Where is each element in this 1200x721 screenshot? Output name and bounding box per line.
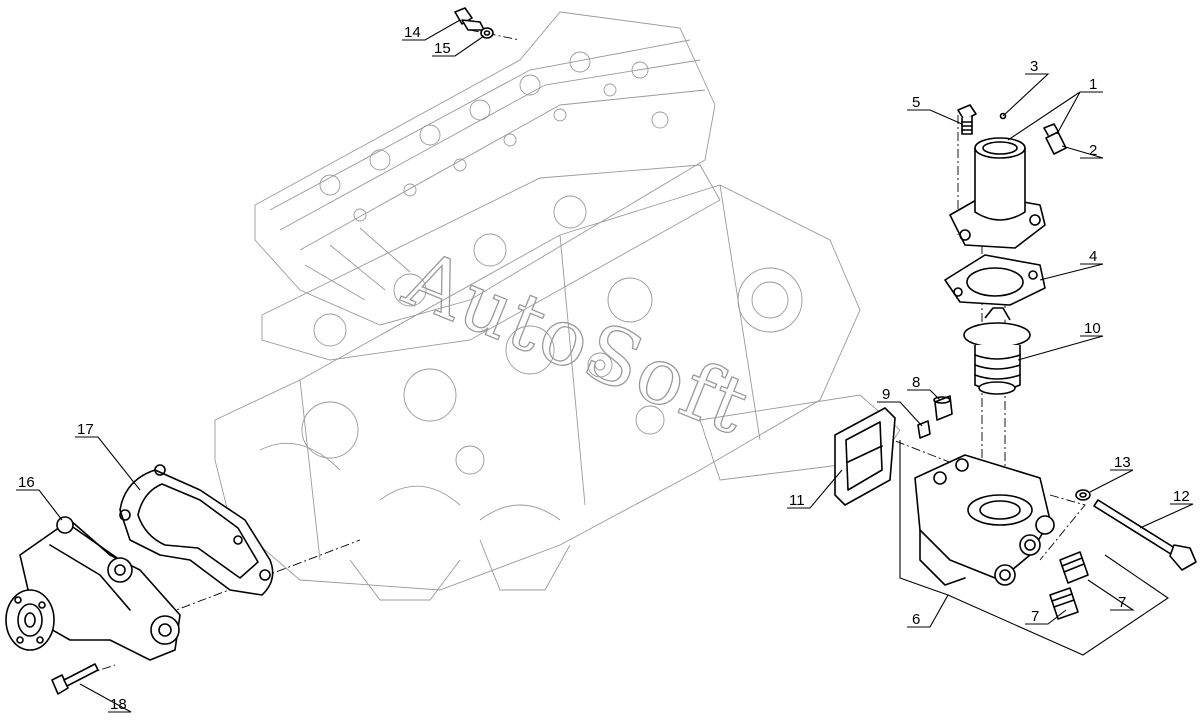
callout-5: 5 [912, 94, 920, 111]
water-pump [5, 516, 181, 661]
vent-plug [1043, 123, 1067, 155]
callout-4: 4 [1089, 248, 1097, 265]
callout-7-upper: 7 [1118, 594, 1126, 611]
callout-11: 11 [789, 492, 805, 509]
thermostat [963, 307, 1031, 395]
callout-15: 15 [434, 40, 451, 57]
callout-17: 17 [77, 421, 94, 438]
callout-12: 12 [1173, 488, 1190, 505]
washer [1075, 489, 1091, 501]
callout-7-lower: 7 [1031, 608, 1039, 625]
callout-6: 6 [912, 611, 920, 628]
water-pump-gasket [119, 464, 274, 596]
temperature-sensor [454, 7, 494, 39]
callout-14: 14 [404, 24, 421, 41]
callout-10: 10 [1084, 320, 1101, 337]
callout-16: 16 [18, 474, 35, 491]
callout-13: 13 [1114, 454, 1131, 471]
callouts: 1 2 3 4 5 6 7 7 8 9 10 11 12 13 14 15 16… [18, 24, 1190, 713]
pump-bolt [51, 663, 99, 695]
outlet-gasket [834, 407, 896, 506]
callout-8: 8 [912, 374, 920, 391]
engine-block-ghost [214, 11, 901, 601]
small-plugs [917, 395, 953, 439]
water-outlet-housing [914, 454, 1055, 586]
callout-3: 3 [1030, 58, 1038, 75]
cover-bolt [957, 104, 977, 135]
thermostat-gasket [944, 254, 1046, 306]
housing-plugs [1049, 551, 1089, 620]
callout-2: 2 [1089, 142, 1097, 159]
long-bolt [1093, 499, 1197, 571]
callout-1: 1 [1089, 76, 1097, 93]
callout-9: 9 [882, 386, 890, 403]
leader-lines [16, 19, 1194, 713]
thermostat-cover [949, 137, 1046, 249]
callout-18: 18 [110, 696, 127, 713]
